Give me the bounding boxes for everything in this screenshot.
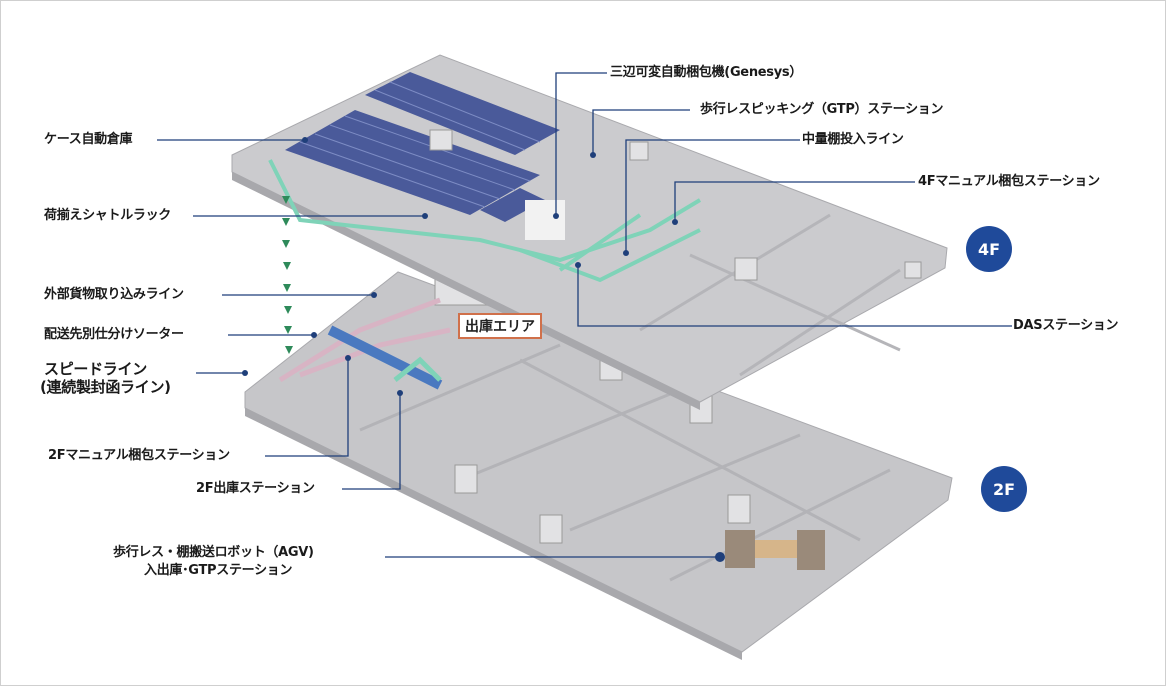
label-gtp-station: 歩行レスピッキング（GTP）ステーション: [700, 102, 944, 117]
outbound-area-label: 出庫エリア: [458, 313, 542, 339]
label-shuttle-rack: 荷揃えシャトルラック: [44, 208, 172, 223]
label-sorter: 配送先別仕分けソーター: [44, 327, 184, 342]
floor-2f: [244, 271, 953, 660]
label-medium-shelf-line: 中量棚投入ライン: [802, 132, 904, 147]
label-2f-outbound-station: 2F出庫ステーション: [196, 481, 315, 496]
label-agv: 歩行レス・棚搬送ロボット（AGV): [113, 545, 314, 560]
label-speed-line-sub: (連続製封函ライン): [40, 378, 171, 396]
case-automated-warehouse: [285, 72, 560, 215]
floor-badge-2f: 2F: [981, 466, 1027, 512]
leader-dots: [242, 137, 725, 562]
label-speed-line: スピードライン: [44, 360, 147, 378]
label-agv-station: 入出庫･GTPステーション: [144, 563, 293, 578]
label-case-automated-warehouse: ケース自動倉庫: [44, 132, 133, 147]
label-external-cargo-line: 外部貨物取り込みライン: [44, 287, 184, 302]
floor-transfer-arrows: [282, 196, 293, 354]
leader-lines: [157, 72, 1012, 558]
label-das-station: DASステーション: [1013, 318, 1119, 333]
floor-4f: [231, 54, 948, 410]
label-4f-manual-packing: 4Fマニュアル梱包ステーション: [918, 174, 1100, 189]
label-genesys: 三辺可変自動梱包機(Genesys）: [610, 65, 803, 80]
floor-badge-4f: 4F: [966, 226, 1012, 272]
label-2f-manual-packing: 2Fマニュアル梱包ステーション: [48, 448, 230, 463]
